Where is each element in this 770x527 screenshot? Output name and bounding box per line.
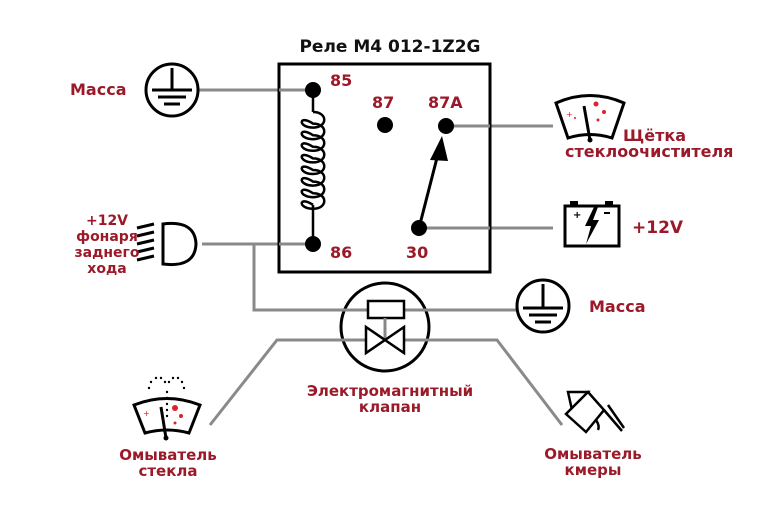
svg-text:+: + <box>566 110 573 119</box>
wire-86-to-ground <box>252 244 517 312</box>
pin-label-85: 85 <box>330 71 352 90</box>
pin-label-30: 30 <box>406 243 428 262</box>
battery-icon: + <box>563 201 621 248</box>
camera-washer-nozzle-icon <box>564 390 626 434</box>
label-valve-line2: клапан <box>359 398 421 416</box>
pin-label-86: 86 <box>330 243 352 262</box>
label-glass-washer-line1: Омыватель <box>119 446 217 464</box>
svg-text:+: + <box>573 210 581 221</box>
headlight-icon <box>136 221 198 267</box>
pin-85 <box>305 82 321 98</box>
label-valve-line1: Электромагнитный <box>307 382 473 400</box>
switch-arm <box>417 136 448 229</box>
label-wiper-line1: Щётка <box>623 126 686 145</box>
ground-icon <box>515 278 571 334</box>
ground-icon <box>144 62 200 118</box>
label-reverse-light: +12V фонаря заднего хода <box>75 213 140 277</box>
label-camera-washer-line2: кмеры <box>565 461 622 479</box>
label-glass-washer-line2: стекла <box>138 462 197 480</box>
label-wiper-line2: стеклоочистителя <box>565 142 733 161</box>
pin-86 <box>305 236 321 252</box>
windshield-wiper-icon: + <box>554 94 626 143</box>
pin-label-87a: 87A <box>428 93 463 112</box>
label-ground-top: Масса <box>70 80 126 99</box>
diagram-title: Реле М4 012-1Z2G <box>299 37 480 57</box>
svg-text:+: + <box>143 409 150 418</box>
label-reverse-light-line4: хода <box>87 261 126 277</box>
windshield-washer-icon: + <box>132 376 202 441</box>
label-reverse-light-line3: заднего <box>75 245 140 261</box>
label-battery: +12V <box>632 218 684 238</box>
label-reverse-light-line2: фонаря <box>76 229 138 245</box>
pin-87 <box>377 117 393 133</box>
label-reverse-light-line1: +12V <box>86 213 128 229</box>
pin-87a <box>438 118 454 134</box>
label-ground-right: Масса <box>589 297 645 316</box>
solenoid-valve-icon <box>339 281 431 373</box>
pin-label-87: 87 <box>372 93 394 112</box>
label-camera-washer-line1: Омыватель <box>544 445 642 463</box>
